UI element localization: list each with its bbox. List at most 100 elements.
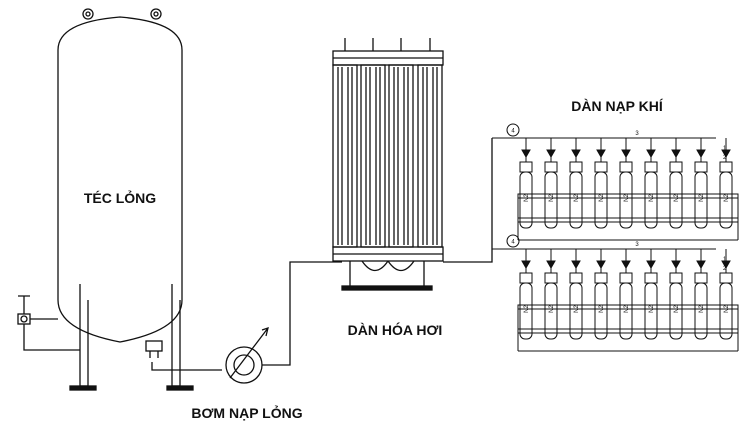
cylinder-body: [594, 171, 608, 229]
cylinder-valve-icon: [671, 149, 681, 159]
cylinder-valve-icon: [646, 149, 656, 159]
rack-rail-bottom: [517, 217, 739, 223]
vaporizer-fin-column: [417, 64, 443, 248]
cylinder-body: [644, 171, 658, 229]
cylinder-valve-body: [719, 161, 733, 173]
cylinder-valve-icon: [521, 149, 531, 159]
cylinder-valve-icon: [521, 260, 531, 270]
cylinder: N2: [619, 138, 633, 229]
cylinder-valve-icon: [696, 260, 706, 270]
tank-label: TÉC LỎNG: [84, 189, 156, 206]
cylinder: N2: [619, 249, 633, 340]
cylinder-valve-icon: [546, 149, 556, 159]
valve-number: 2: [723, 155, 727, 161]
cylinder: N2: [669, 249, 683, 340]
pump-to-vaporizer-pipe: [262, 261, 342, 366]
cylinder: N2: [644, 249, 658, 340]
cylinder-valve-body: [694, 272, 708, 284]
cylinder-body: [694, 171, 708, 229]
cylinder-valve-icon: [571, 260, 581, 270]
tank-outlet: [145, 340, 222, 371]
tank-side-valves: [17, 295, 80, 351]
gauge-icon: [506, 234, 520, 248]
vaporizer-fin-column: [332, 64, 358, 248]
cylinder-valve-body: [619, 161, 633, 173]
cylinder-valve-icon: [621, 260, 631, 270]
cylinder-valve-body: [594, 161, 608, 173]
vaporizer-outlet-pipe: [443, 252, 493, 263]
cylinder-body: [619, 282, 633, 340]
filling-station-label: DÀN NẠP KHÍ: [571, 98, 664, 114]
vaporizer-fin-column: [360, 64, 386, 248]
cylinder-valve-body: [644, 272, 658, 284]
cylinder: N2: [594, 249, 608, 340]
gauge-icon: [506, 123, 520, 137]
liquid-pump: [225, 261, 342, 384]
cylinder-body: [619, 171, 633, 229]
cylinder-valve-body: [569, 272, 583, 284]
cylinder: N2: [519, 138, 533, 229]
cylinder: N2: [569, 249, 583, 340]
valve-number: 2: [723, 266, 727, 272]
liquid-tank: [17, 8, 222, 391]
line-number: 3: [635, 131, 639, 137]
cylinder-valve-icon: [546, 260, 556, 270]
vaporizer-u-bends: [349, 260, 425, 286]
cylinder-valve-body: [619, 272, 633, 284]
cylinder-body: [519, 171, 533, 229]
cylinder: N2: [519, 249, 533, 340]
cylinder-valve-icon: [571, 149, 581, 159]
vaporizer-fin-column: [388, 64, 414, 248]
cylinder: N2: [694, 138, 708, 229]
cylinder-body: [594, 282, 608, 340]
cylinder-valve-icon: [596, 149, 606, 159]
cylinder-valve-body: [669, 161, 683, 173]
cylinder-body: [544, 282, 558, 340]
cylinder-body: [719, 282, 733, 340]
line-number: 3: [635, 242, 639, 248]
cylinder-body: [569, 282, 583, 340]
cylinder-body: [669, 282, 683, 340]
cylinder: N2: [669, 138, 683, 229]
cylinder: N2: [544, 138, 558, 229]
cylinder-valve-body: [544, 272, 558, 284]
gauge-number: 4: [511, 240, 515, 246]
cylinder-valve-icon: [596, 260, 606, 270]
cylinder-body: [544, 171, 558, 229]
cylinder-valve-icon: [671, 260, 681, 270]
cylinder-body: [519, 282, 533, 340]
vaporizer: [332, 38, 493, 291]
cylinder: N2: [544, 249, 558, 340]
cylinder-valve-body: [644, 161, 658, 173]
cylinder-valve-icon: [721, 260, 731, 270]
pump-label: BƠM NẠP LỎNG: [191, 404, 302, 421]
tank-legs: [69, 284, 194, 391]
vaporizer-label: DÀN HÓA HƠI: [348, 321, 443, 338]
valve-number: 1: [723, 146, 727, 152]
cylinder-body: [644, 282, 658, 340]
tank-shell: [57, 16, 183, 343]
vaporizer-base: [341, 285, 433, 291]
cylinder: N2: [694, 249, 708, 340]
rack-rail-bottom: [517, 328, 739, 334]
cylinder-valve-body: [569, 161, 583, 173]
cylinder-valve-body: [519, 161, 533, 173]
cylinder: N2: [569, 138, 583, 229]
valve-number: 1: [723, 257, 727, 263]
cylinder-valve-body: [594, 272, 608, 284]
cylinder: N2: [644, 138, 658, 229]
cylinder-body: [569, 171, 583, 229]
cylinder-body: [694, 282, 708, 340]
cylinder-valve-icon: [721, 149, 731, 159]
cylinder-valve-body: [719, 272, 733, 284]
pump-arrow-icon: [229, 327, 269, 379]
cylinder-valve-body: [669, 272, 683, 284]
cylinder-valve-body: [694, 161, 708, 173]
cylinder-valve-icon: [621, 149, 631, 159]
tank-top-fittings: [82, 8, 162, 20]
cylinder-valve-icon: [696, 149, 706, 159]
